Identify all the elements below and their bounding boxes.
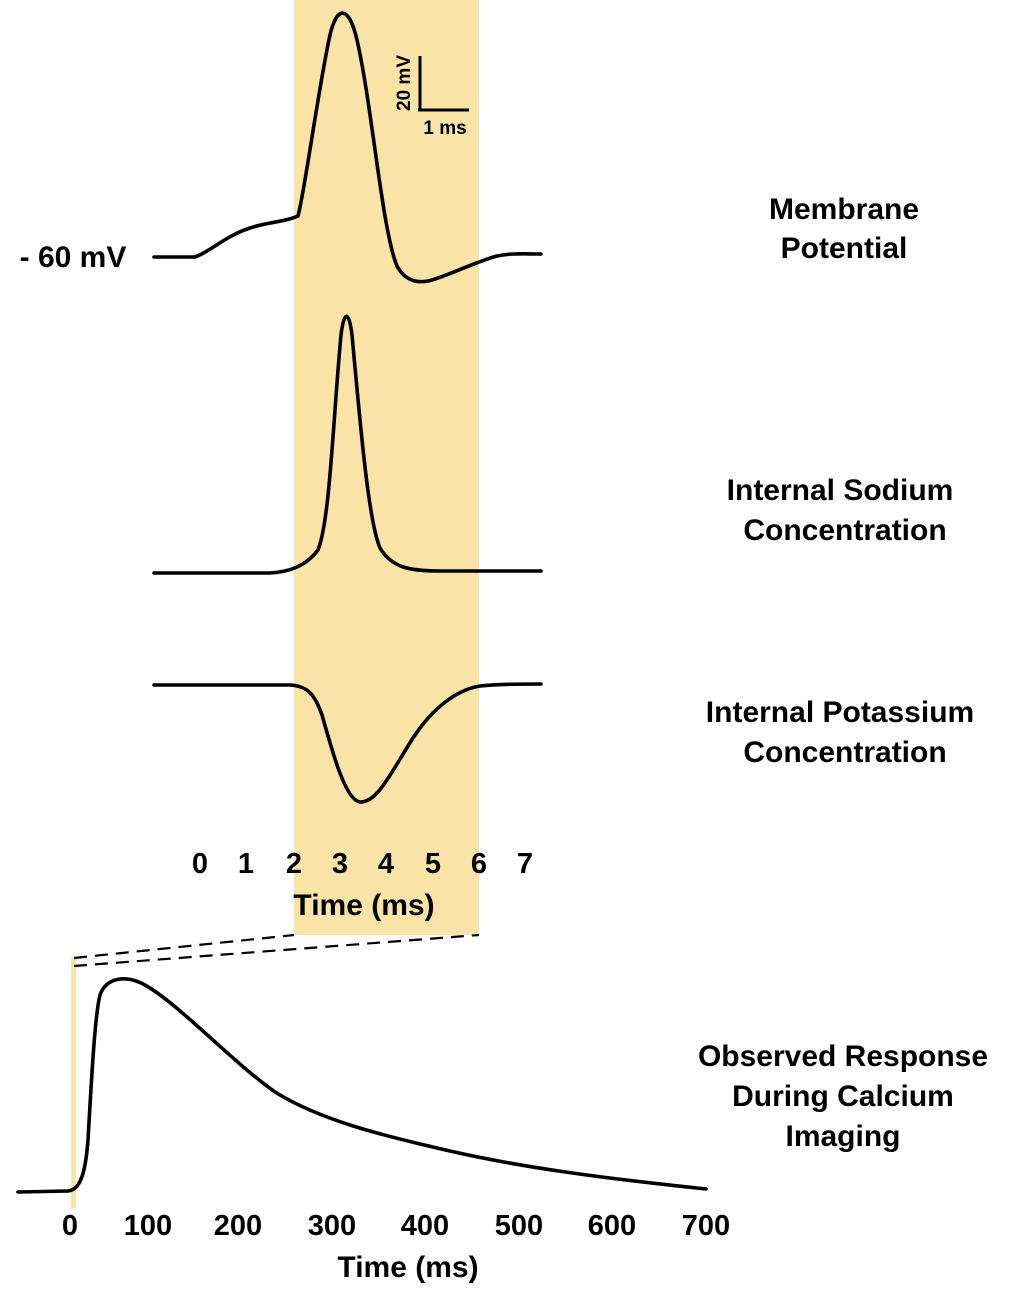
membrane-potential-trace — [152, 11, 543, 284]
bottom-axis-label: Time (ms) — [337, 1251, 478, 1284]
top-axis-tick: 6 — [471, 848, 487, 880]
bottom-axis-tick: 100 — [124, 1210, 172, 1242]
top-axis-tick: 7 — [517, 848, 533, 880]
calcium-label-line1: Observed Response — [698, 1040, 988, 1073]
highlight-window — [294, 0, 479, 935]
highlight-marker-calcium — [71, 958, 76, 1208]
top-axis-tick: 5 — [425, 848, 441, 880]
calcium-response-trace — [16, 977, 708, 1194]
bottom-axis-tick: 400 — [401, 1210, 449, 1242]
calcium-label-line2: During Calcium — [732, 1080, 954, 1113]
bottom-axis: 0 100 200 300 400 500 600 700 Time (ms) — [62, 1210, 730, 1284]
internal-potassium-trace — [152, 682, 543, 804]
scale-bar-horizontal-label: 1 ms — [423, 118, 466, 139]
scale-bar: 20 mV 1 ms — [394, 55, 469, 139]
sodium-label-line1: Internal Sodium — [727, 474, 954, 507]
top-axis: 0 1 2 3 4 5 6 7 Time (ms) — [192, 848, 533, 922]
zoom-connector-left — [73, 933, 295, 960]
membrane-potential-label-line1: Membrane — [769, 193, 919, 226]
bottom-axis-tick: 200 — [214, 1210, 262, 1242]
bottom-axis-tick: 700 — [682, 1210, 730, 1242]
top-axis-tick: 3 — [332, 848, 348, 880]
top-axis-tick: 1 — [238, 848, 254, 880]
baseline-label: - 60 mV — [20, 241, 127, 274]
calcium-label-line3: Imaging — [785, 1120, 900, 1153]
bottom-axis-tick: 300 — [308, 1210, 356, 1242]
top-axis-tick: 0 — [192, 848, 208, 880]
scale-bar-vertical-label: 20 mV — [394, 55, 415, 111]
sodium-label-line2: Concentration — [743, 514, 946, 547]
top-axis-label: Time (ms) — [293, 889, 434, 922]
zoom-connector-right — [73, 933, 480, 968]
potassium-label-line1: Internal Potassium — [706, 696, 974, 729]
bottom-axis-tick: 0 — [62, 1210, 78, 1242]
bottom-axis-tick: 600 — [588, 1210, 636, 1242]
membrane-potential-label-line2: Potential — [781, 232, 908, 265]
internal-sodium-trace — [152, 314, 543, 575]
potassium-label-line2: Concentration — [743, 736, 946, 769]
bottom-axis-tick: 500 — [495, 1210, 543, 1242]
top-axis-tick: 4 — [378, 848, 394, 880]
top-axis-tick: 2 — [286, 848, 302, 880]
